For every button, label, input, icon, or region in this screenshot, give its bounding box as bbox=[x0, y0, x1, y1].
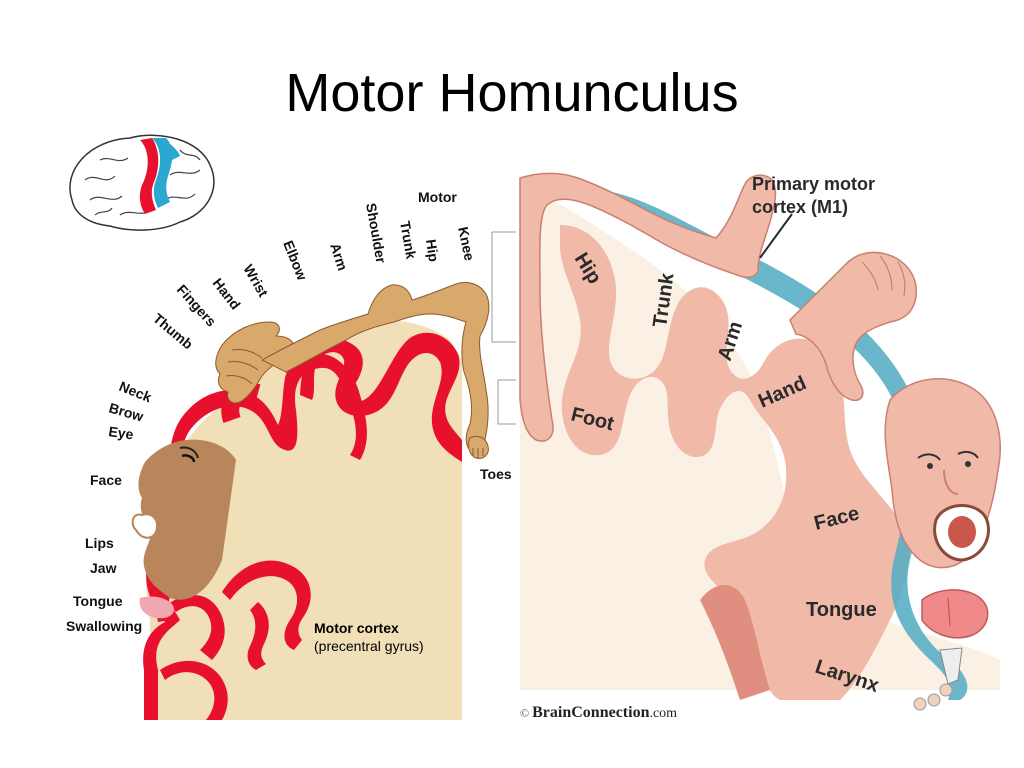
label-jaw: Jaw bbox=[90, 560, 117, 576]
m1-title-line1: Primary motor bbox=[752, 174, 875, 194]
white-matter bbox=[520, 180, 1000, 690]
label-motor: Motor bbox=[418, 189, 457, 205]
right-diagram: Primary motor cortex (M1) Hip Trunk Arm … bbox=[519, 172, 1001, 721]
label-eye: Eye bbox=[108, 423, 135, 442]
credit-brand: BrainConnection bbox=[532, 704, 649, 721]
homunculus-lips bbox=[131, 513, 158, 539]
label-elbow: Elbow bbox=[280, 238, 310, 282]
label-lips: Lips bbox=[85, 535, 114, 551]
cortex-layer-blue bbox=[600, 190, 968, 700]
homunculus-hand bbox=[215, 321, 295, 404]
homunculus-head bbox=[138, 439, 236, 600]
label-tongue: Tongue bbox=[73, 593, 123, 609]
label-hand: Hand bbox=[210, 275, 244, 312]
homunculus-arm-trunk bbox=[260, 281, 490, 453]
caption-precentral-gyrus: (precentral gyrus) bbox=[314, 638, 424, 654]
homunculus-tongue-large bbox=[921, 589, 989, 639]
label-hip: Hip bbox=[423, 238, 442, 263]
label-thumb: Thumb bbox=[150, 310, 196, 352]
homunculus-leg bbox=[519, 172, 777, 442]
label-trunk: Trunk bbox=[397, 220, 419, 261]
label-arm: Arm bbox=[327, 241, 351, 273]
label-toes: Toes bbox=[480, 466, 512, 482]
slide-title: Motor Homunculus bbox=[285, 63, 739, 123]
label-shoulder: Shoulder bbox=[363, 202, 389, 265]
credit-line: © BrainConnection.com bbox=[520, 704, 677, 721]
label-knee: Knee bbox=[455, 225, 478, 262]
m1-title-line2: cortex (M1) bbox=[752, 197, 848, 217]
label-brow: Brow bbox=[107, 400, 145, 425]
caption-motor-cortex: Motor cortex bbox=[314, 620, 399, 636]
label-face: Face bbox=[90, 472, 122, 488]
left-diagram: Motor Knee Hip Trunk Shoulder Arm Elbow … bbox=[66, 134, 516, 720]
homunculus-right-hand bbox=[789, 251, 918, 402]
label-wrist: Wrist bbox=[240, 262, 271, 300]
cortex-band bbox=[560, 225, 910, 700]
homunculus-tongue bbox=[139, 596, 175, 619]
label-neck: Neck bbox=[117, 378, 154, 405]
brain-icon bbox=[69, 134, 215, 231]
label-swallowing: Swallowing bbox=[66, 618, 142, 634]
credit-tld: .com bbox=[649, 706, 677, 721]
label-tongue-right: Tongue bbox=[806, 599, 877, 621]
